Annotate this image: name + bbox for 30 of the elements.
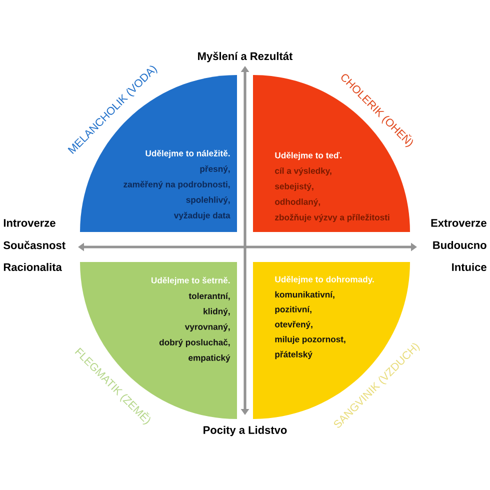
trait-text: cíl a výsledky, xyxy=(275,167,332,176)
trait-text: tolerantní, xyxy=(188,292,230,300)
trait-text: otevřený, xyxy=(275,320,312,330)
trait-text: přesný, xyxy=(200,165,230,174)
trait-text: přátelský xyxy=(275,350,312,360)
axis-label: Myšlení a Rezultát xyxy=(198,52,293,62)
axis-label: Extroverze xyxy=(431,219,486,227)
motto-text: Udělejme to teď. xyxy=(275,152,342,160)
trait-text: empatický xyxy=(188,354,230,363)
motto-text: Udělejme to náležitě. xyxy=(146,150,230,158)
trait-text: klidný, xyxy=(204,308,230,316)
axis-label: Budoucno xyxy=(433,240,486,250)
motto-text: Udělejme to šetrně. xyxy=(151,276,230,286)
trait-text: komunikativní, xyxy=(275,291,334,299)
trait-text: miluje pozornost, xyxy=(275,336,346,344)
trait-text: spolehlivý, xyxy=(186,196,230,205)
trait-text: vyrovnaný, xyxy=(184,323,230,332)
trait-text: zbožňuje výzvy a příležitosti xyxy=(275,214,390,222)
axis-label: Pocity a Lidstvo xyxy=(204,426,287,436)
trait-text: vyžaduje data xyxy=(174,212,230,220)
motto-text: Udělejme to dohromady. xyxy=(275,276,374,284)
trait-text: odhodlaný, xyxy=(275,198,320,207)
trait-text: sebejistý, xyxy=(275,182,314,192)
trait-text: pozitivní, xyxy=(275,306,312,314)
trait-text: dobrý posluchač, xyxy=(159,338,230,348)
trait-text: zaměřený na podrobnosti, xyxy=(124,180,230,190)
axis-label: Současnost xyxy=(4,240,66,250)
axis-label: Introverze xyxy=(4,219,56,227)
axis-label: Racionalita xyxy=(4,262,62,272)
axis-label: Intuice xyxy=(452,262,486,272)
